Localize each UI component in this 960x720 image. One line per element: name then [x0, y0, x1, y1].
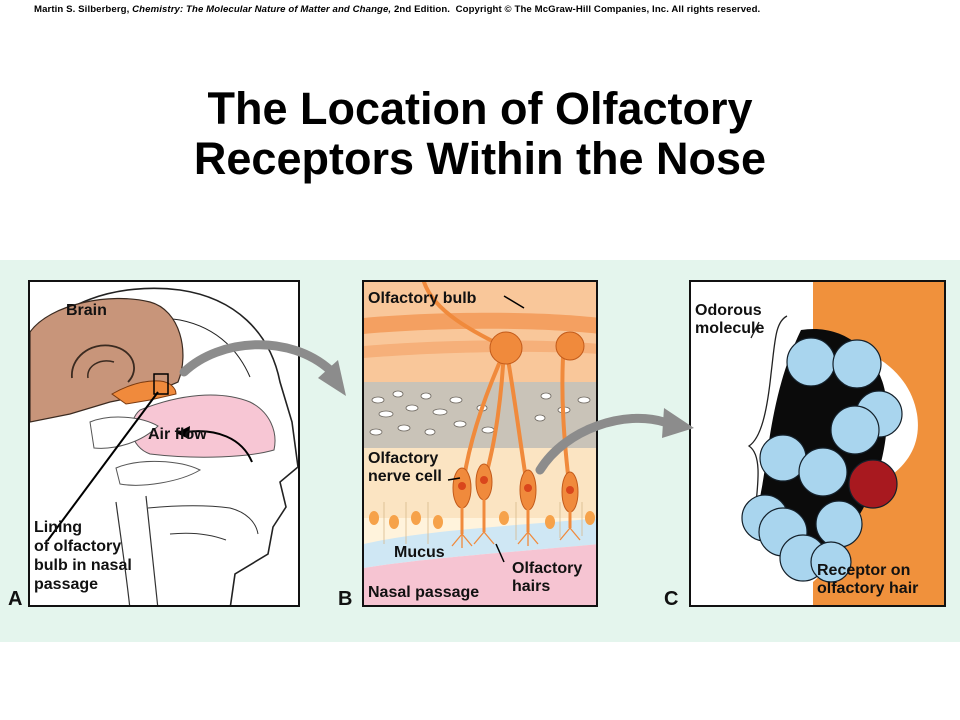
panel-b: Olfactory bulb Olfactory nerve cell Mucu… [362, 280, 598, 607]
olfactory-hairs [451, 527, 581, 548]
support-nuclei [369, 511, 595, 529]
label-olfactory-bulb: Olfactory bulb [368, 290, 477, 307]
copyright-author: Martin S. Silberberg, [34, 4, 130, 15]
label-hairs-line-1: Olfactory [512, 560, 583, 577]
panel-letter-a: A [8, 588, 23, 610]
label-hairs: Olfactory hairs [512, 560, 582, 596]
head-cross-section [30, 287, 298, 605]
copyright-book: Chemistry: The Molecular Nature of Matte… [132, 4, 392, 15]
label-odorous-molecule: Odorous molecule [695, 302, 764, 338]
label-receptor-line-2: olfactory hair [817, 580, 919, 597]
title-line-1: The Location of Olfactory [207, 83, 753, 134]
label-receptor: Receptor on olfactory hair [817, 562, 918, 598]
label-receptor-line-1: Receptor on [817, 562, 911, 579]
copyright-line: Martin S. Silberberg, Chemistry: The Mol… [34, 4, 760, 15]
label-nerve-cell-line-1: Olfactory [368, 450, 439, 467]
glomeruli [489, 331, 585, 365]
odorant-receptor-illustration [741, 282, 944, 605]
title-line-2: Receptors Within the Nose [193, 133, 767, 184]
label-nerve-cell: Olfactory nerve cell [368, 450, 442, 486]
panel-a: Brain Air flow Lining of olfactory bulb … [28, 280, 300, 607]
label-brain: Brain [66, 302, 107, 319]
label-lining: Lining of olfactory bulb in nasal passag… [34, 518, 132, 594]
label-hairs-line-2: hairs [512, 578, 551, 595]
copyright-edition: 2nd Edition. [393, 4, 451, 15]
label-lining-line-4: passage [34, 576, 99, 593]
label-lining-line-1: Lining [34, 519, 82, 536]
label-mucus: Mucus [394, 544, 445, 561]
panel-letter-c: C [664, 588, 679, 610]
label-odorous-line-2: molecule [695, 320, 765, 337]
label-odorous-line-1: Odorous [695, 302, 762, 319]
slide-title: The Location of Olfactory Receptors With… [0, 84, 960, 184]
label-nerve-cell-line-2: nerve cell [368, 468, 442, 485]
label-air-flow: Air flow [148, 426, 207, 443]
dendrites [460, 498, 572, 534]
label-lining-line-3: bulb in nasal [34, 557, 132, 574]
diagram-band: Brain Air flow Lining of olfactory bulb … [0, 260, 960, 642]
label-nasal-passage: Nasal passage [368, 584, 480, 601]
label-lining-line-2: of olfactory [34, 538, 122, 555]
copyright-rights: Copyright © The McGraw-Hill Companies, I… [455, 4, 761, 15]
cell-nuclei [458, 476, 574, 494]
panel-letter-b: B [338, 588, 353, 610]
molecule [741, 328, 903, 583]
panel-c: Odorous molecule Receptor on olfactory h… [689, 280, 946, 607]
